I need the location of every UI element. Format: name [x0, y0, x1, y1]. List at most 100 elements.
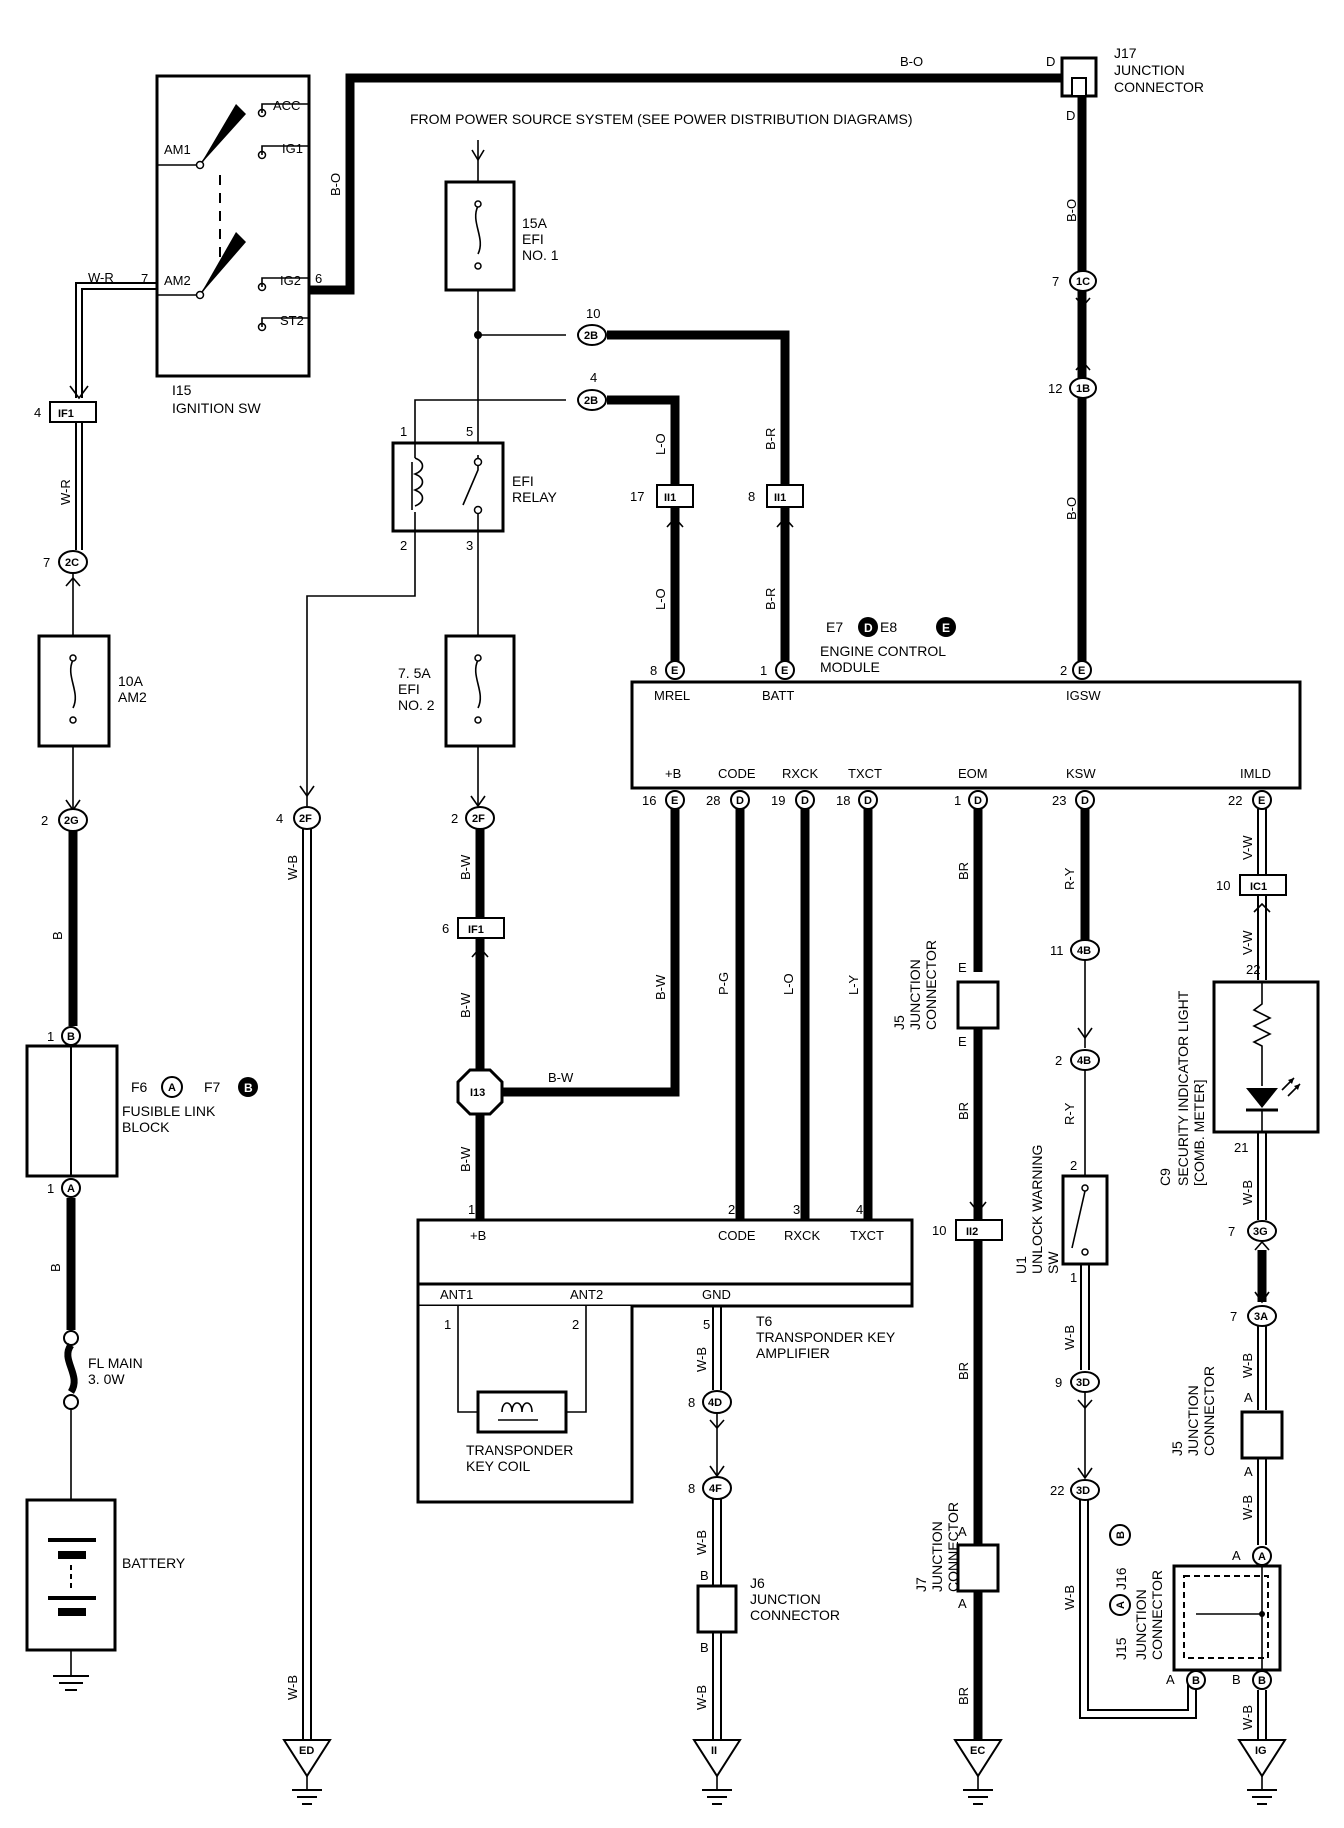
- conn-3g: 3G: [1253, 1226, 1268, 1238]
- svg-text:RXCK: RXCK: [782, 766, 818, 781]
- svg-text:B: B: [700, 1640, 709, 1655]
- svg-text:BR: BR: [956, 1687, 971, 1705]
- svg-text:ED: ED: [299, 1745, 314, 1757]
- svg-text:ENGINE CONTROL: ENGINE CONTROL: [820, 643, 946, 659]
- conn-ii2: II2: [966, 1226, 978, 1238]
- svg-text:A: A: [1244, 1390, 1253, 1405]
- svg-text:22: 22: [1246, 962, 1260, 977]
- svg-text:W-B: W-B: [1062, 1585, 1077, 1610]
- svg-text:BR: BR: [956, 1362, 971, 1380]
- svg-text:3: 3: [466, 538, 473, 553]
- ign-sw-name: IGNITION SW: [172, 400, 261, 416]
- security-indicator-light: 22 21 C9 SECURITY INDICATOR LIGHT [COMB.…: [1157, 962, 1320, 1186]
- svg-text:E: E: [942, 621, 950, 635]
- svg-text:5: 5: [703, 1317, 710, 1332]
- svg-text:FUSIBLE LINK: FUSIBLE LINK: [122, 1103, 216, 1119]
- svg-text:IG: IG: [1255, 1745, 1267, 1757]
- svg-text:TXCT: TXCT: [850, 1228, 884, 1243]
- svg-text:2: 2: [41, 813, 48, 828]
- svg-text:A: A: [958, 1524, 967, 1539]
- svg-text:NO. 2: NO. 2: [398, 697, 435, 713]
- svg-text:JUNCTION: JUNCTION: [750, 1591, 821, 1607]
- term-ig1: IG1: [282, 141, 303, 156]
- term-acc: ACC: [273, 98, 300, 113]
- svg-text:W-B: W-B: [285, 1675, 300, 1700]
- svg-text:JUNCTION: JUNCTION: [929, 1521, 945, 1592]
- svg-text:L-O: L-O: [781, 973, 796, 995]
- svg-text:7: 7: [1230, 1309, 1237, 1324]
- svg-text:22: 22: [1050, 1483, 1064, 1498]
- svg-text:18: 18: [836, 793, 850, 808]
- ground-symbol-battery: [53, 1675, 89, 1691]
- svg-text:TRANSPONDER: TRANSPONDER: [466, 1442, 573, 1458]
- svg-text:E: E: [1078, 665, 1085, 677]
- svg-text:E7: E7: [826, 619, 843, 635]
- svg-text:B-W: B-W: [458, 1146, 473, 1172]
- svg-text:8: 8: [688, 1481, 695, 1496]
- ignition-switch: ACC AM1 IG1 AM2 IG2 ST2 7 6 I15 IGNITION…: [141, 74, 322, 416]
- svg-text:RXCK: RXCK: [784, 1228, 820, 1243]
- svg-text:10: 10: [1216, 878, 1230, 893]
- svg-text:W-B: W-B: [1240, 1353, 1255, 1378]
- svg-text:W-B: W-B: [694, 1685, 709, 1710]
- svg-text:W-B: W-B: [1062, 1325, 1077, 1350]
- svg-text:16: 16: [642, 793, 656, 808]
- svg-text:V-W: V-W: [1240, 930, 1255, 955]
- j17-name1: JUNCTION: [1114, 62, 1185, 78]
- svg-text:4: 4: [34, 405, 41, 420]
- j17-pin-bottom: D: [1066, 108, 1075, 123]
- svg-text:2: 2: [400, 538, 407, 553]
- svg-text:2: 2: [1055, 1053, 1062, 1068]
- svg-text:+B: +B: [470, 1228, 486, 1243]
- svg-text:1: 1: [760, 663, 767, 678]
- svg-text:BR: BR: [956, 862, 971, 880]
- svg-text:[COMB. METER]: [COMB. METER]: [1191, 1079, 1207, 1186]
- svg-text:7: 7: [43, 555, 50, 570]
- svg-text:MREL: MREL: [654, 688, 690, 703]
- svg-text:4: 4: [276, 811, 283, 826]
- fuse-efi-no1: 15A EFI NO. 1: [444, 180, 559, 292]
- svg-text:B-O: B-O: [1064, 199, 1079, 222]
- svg-text:3. 0W: 3. 0W: [88, 1371, 125, 1387]
- svg-text:B-W: B-W: [653, 974, 668, 1000]
- svg-text:A: A: [1232, 1548, 1241, 1563]
- svg-text:W-B: W-B: [1240, 1495, 1255, 1520]
- svg-text:UNLOCK WARNING: UNLOCK WARNING: [1029, 1145, 1045, 1274]
- svg-text:1: 1: [400, 424, 407, 439]
- conn-2b-10: 2B: [584, 330, 598, 342]
- svg-text:B: B: [50, 931, 65, 940]
- svg-text:A: A: [1258, 1551, 1266, 1563]
- svg-text:TXCT: TXCT: [848, 766, 882, 781]
- battery: BATTERY: [25, 1498, 186, 1652]
- svg-text:CONNECTOR: CONNECTOR: [1149, 1570, 1165, 1660]
- j17-id: J17: [1114, 45, 1137, 61]
- svg-text:B: B: [700, 1568, 709, 1583]
- power-source-caption: FROM POWER SOURCE SYSTEM (SEE POWER DIST…: [410, 111, 912, 127]
- svg-text:L-O: L-O: [653, 433, 668, 455]
- pin-am2: 7: [141, 271, 148, 286]
- svg-text:J15: J15: [1113, 1637, 1129, 1660]
- conn-2f-4: 2F: [299, 813, 312, 825]
- j7-junction-connector: A A J7 JUNCTION CONNECTOR: [913, 1502, 1000, 1611]
- conn-1b: 1B: [1076, 383, 1090, 395]
- svg-text:ANT1: ANT1: [440, 1287, 473, 1302]
- svg-text:8: 8: [650, 663, 657, 678]
- svg-text:8: 8: [748, 489, 755, 504]
- conn-4b-2: 4B: [1077, 1055, 1091, 1067]
- svg-text:B: B: [1192, 1675, 1200, 1687]
- conn-ii1-8: II1: [774, 492, 786, 504]
- svg-text:2: 2: [1070, 1158, 1077, 1173]
- svg-text:AM2: AM2: [118, 689, 147, 705]
- j17-pin-top: D: [1046, 54, 1055, 69]
- svg-text:1: 1: [47, 1029, 54, 1044]
- svg-text:A: A: [1244, 1464, 1253, 1479]
- svg-text:J16: J16: [1113, 1567, 1129, 1590]
- svg-text:A: A: [67, 1183, 75, 1195]
- svg-text:J5: J5: [891, 1015, 907, 1030]
- svg-text:B-W: B-W: [458, 854, 473, 880]
- svg-text:B: B: [1115, 1531, 1127, 1539]
- conn-ii1-17: II1: [664, 492, 676, 504]
- svg-text:F7: F7: [204, 1079, 221, 1095]
- ground-ii: II: [692, 1739, 742, 1805]
- svg-text:I13: I13: [470, 1087, 485, 1099]
